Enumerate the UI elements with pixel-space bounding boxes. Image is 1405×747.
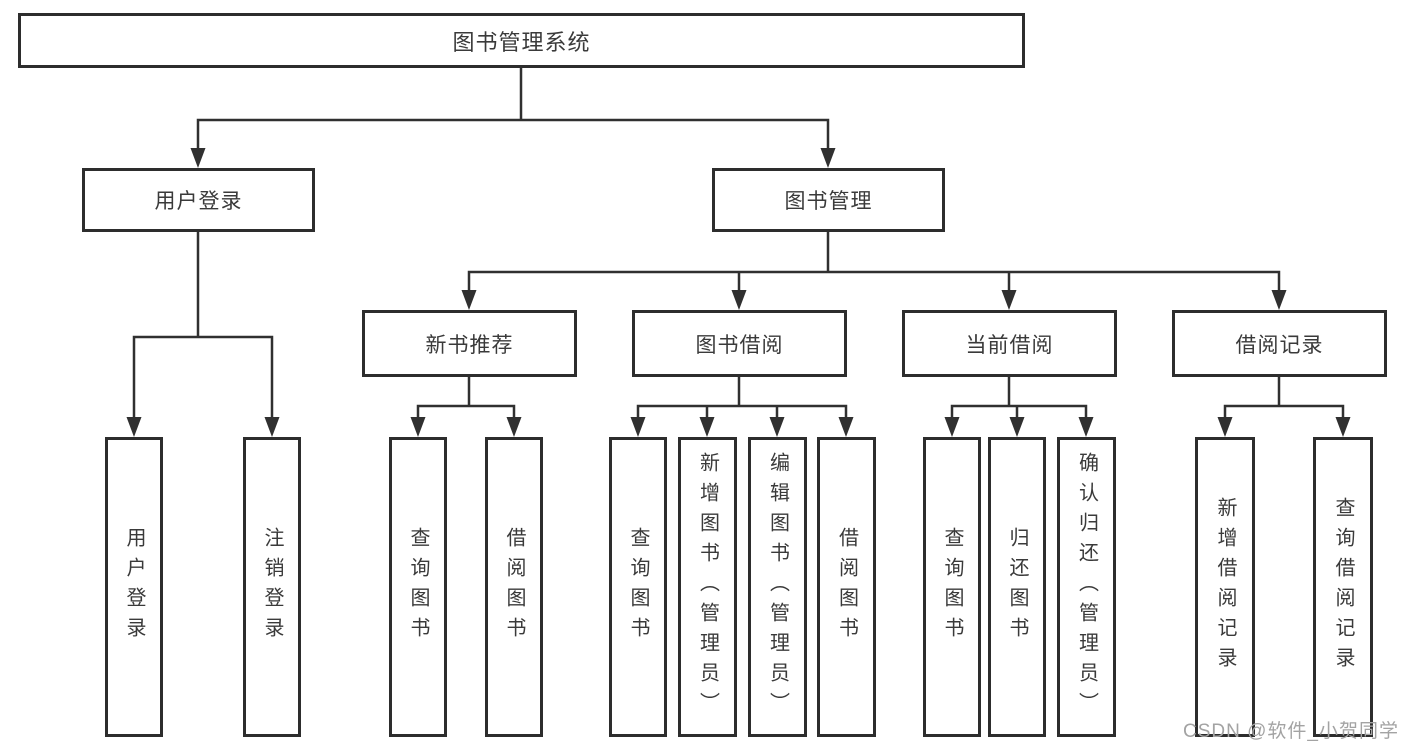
leaf-return-books-label: 归还图书 (1006, 527, 1028, 647)
node-user-login-label: 用户登录 (154, 190, 243, 213)
leaf-borrow-books-label: 借阅图书 (835, 527, 858, 647)
leaf-logout: 注销登录 (243, 437, 301, 737)
node-borrow-records-label: 借阅记录 (1235, 333, 1324, 357)
leaf-add-books-admin: 新增图书（管理员） (678, 437, 737, 737)
leaf-user-login: 用户登录 (105, 437, 163, 737)
leaf-query-books-recommend-label: 查询图书 (407, 527, 429, 647)
leaf-query-borrow-record: 查询借阅记录 (1313, 437, 1373, 737)
leaf-add-books-admin-label: 新增图书（管理员） (696, 452, 719, 722)
leaf-confirm-return-admin: 确认归还（管理员） (1057, 437, 1116, 737)
leaf-query-borrow-record-label: 查询借阅记录 (1332, 497, 1354, 677)
node-book-management-label: 图书管理 (784, 190, 873, 213)
node-new-book-recommend-label: 新书推荐 (425, 333, 514, 357)
leaf-borrow-books: 借阅图书 (817, 437, 876, 737)
node-borrow-records: 借阅记录 (1172, 310, 1387, 377)
node-current-borrow: 当前借阅 (902, 310, 1117, 377)
leaf-query-books-current-label: 查询图书 (941, 527, 963, 647)
leaf-edit-books-admin-label: 编辑图书（管理员） (766, 452, 789, 722)
leaf-edit-books-admin: 编辑图书（管理员） (748, 437, 807, 737)
node-root: 图书管理系统 (18, 13, 1025, 68)
watermark: CSDN @软件_小贺同学 (1183, 721, 1399, 742)
leaf-add-borrow-record: 新增借阅记录 (1195, 437, 1255, 737)
node-root-label: 图书管理系统 (452, 29, 591, 55)
leaf-add-borrow-record-label: 新增借阅记录 (1214, 497, 1236, 677)
node-book-management: 图书管理 (712, 168, 945, 232)
node-user-login: 用户登录 (82, 168, 315, 232)
leaf-query-books-borrow-label: 查询图书 (627, 527, 649, 647)
leaf-user-login-label: 用户登录 (123, 527, 145, 647)
node-new-book-recommend: 新书推荐 (362, 310, 577, 377)
node-book-borrow-label: 图书借阅 (695, 333, 784, 357)
leaf-query-books-current: 查询图书 (923, 437, 981, 737)
leaf-query-books-recommend: 查询图书 (389, 437, 447, 737)
node-book-borrow: 图书借阅 (632, 310, 847, 377)
leaf-borrow-books-recommend-label: 借阅图书 (503, 527, 525, 647)
leaf-borrow-books-recommend: 借阅图书 (485, 437, 543, 737)
leaf-logout-label: 注销登录 (261, 527, 283, 647)
leaf-query-books-borrow: 查询图书 (609, 437, 667, 737)
leaf-confirm-return-admin-label: 确认归还（管理员） (1075, 452, 1098, 722)
leaf-return-books: 归还图书 (988, 437, 1046, 737)
node-current-borrow-label: 当前借阅 (965, 333, 1054, 357)
